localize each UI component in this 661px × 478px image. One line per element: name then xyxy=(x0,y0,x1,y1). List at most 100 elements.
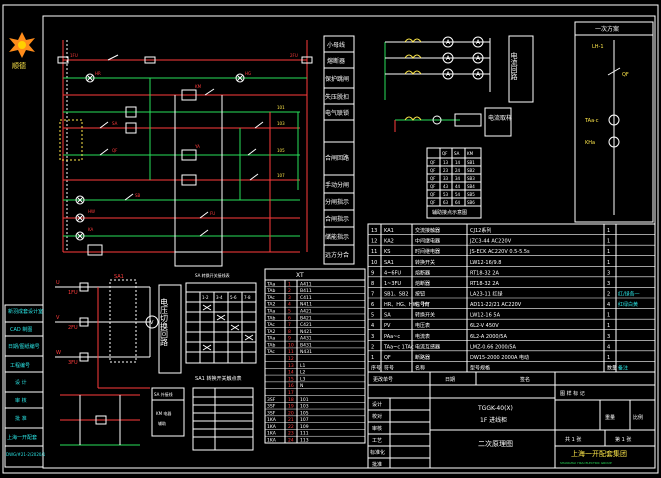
svg-text:审核: 审核 xyxy=(372,425,382,432)
xt-header: XT xyxy=(296,272,304,279)
svg-text:批准: 批准 xyxy=(372,461,382,468)
parts-cell: 6L2-A 2000/5A xyxy=(470,334,507,340)
svg-text:101: 101 xyxy=(277,105,285,110)
title-block xyxy=(367,371,656,469)
switch-contacts xyxy=(99,54,264,237)
xt-cell: 1 xyxy=(288,281,291,287)
drawing-title: 二次原理图 xyxy=(478,439,513,448)
parts-cell: PV xyxy=(384,323,391,329)
bottom-wiring xyxy=(60,394,140,446)
function-label: 分闸指示 xyxy=(325,198,349,206)
svg-text:工艺: 工艺 xyxy=(372,438,382,444)
bottom-small-box xyxy=(151,387,185,437)
xt-cell: L3 xyxy=(300,376,306,382)
parts-cell: LMZ-0.66 2000/5A xyxy=(470,344,517,350)
parts-cell: 熔断器 xyxy=(415,280,430,287)
xt-cell: 17 xyxy=(288,390,294,396)
xt-cell: 3 xyxy=(288,295,291,301)
svg-text:33: 33 xyxy=(443,176,449,181)
xt-cell: 22 xyxy=(288,424,294,430)
brand-logo-text: 顺德 xyxy=(12,61,26,70)
svg-text:QF: QF xyxy=(430,168,436,173)
svg-text:34: 34 xyxy=(455,176,461,181)
xt-cell: TAc xyxy=(266,322,275,328)
xt-cell: L1 xyxy=(300,363,306,369)
parts-cell: 3 xyxy=(607,281,610,287)
xt-cell: 19 xyxy=(288,404,294,410)
svg-text:W: W xyxy=(56,350,61,356)
svg-text:校对: 校对 xyxy=(372,413,382,420)
project-code: TGGK-40(X) xyxy=(477,405,513,412)
control-schematic xyxy=(59,40,308,267)
xt-cell: B411 xyxy=(300,288,312,294)
svg-text:A: A xyxy=(446,55,451,62)
function-label: 熔断器 xyxy=(327,57,345,65)
parts-cell: 4~6FU xyxy=(384,270,401,276)
svg-text:QF: QF xyxy=(430,176,436,181)
xt-cell: A421 xyxy=(300,308,312,314)
parts-cell: 1 xyxy=(607,355,610,361)
xt-cell: 4 xyxy=(288,302,291,308)
xt-cell: 21 xyxy=(288,417,294,423)
parts-cell: 9 xyxy=(371,270,374,276)
xt-cell: TAb xyxy=(266,315,275,321)
parts-cell: KA1 xyxy=(384,228,394,234)
svg-text:SA: SA xyxy=(454,151,460,156)
sidebar-item: 上海一开配套 xyxy=(7,434,37,441)
parts-header-cell: 符号 xyxy=(384,365,394,372)
xt-cell: 109 xyxy=(300,424,309,430)
xt-cell: TAc xyxy=(266,349,275,355)
switch-table-title: SA 转换开关接线表 xyxy=(195,272,230,278)
svg-text:标准化: 标准化 xyxy=(370,449,385,456)
svg-text:1FU: 1FU xyxy=(70,53,78,58)
parts-cell: 2 xyxy=(607,292,610,298)
xt-cell: 1KA xyxy=(267,438,277,444)
xt-cell: 10 xyxy=(288,342,294,348)
parts-cell: 8 xyxy=(371,281,374,287)
function-label: 合闸指示 xyxy=(325,215,349,223)
svg-text:V: V xyxy=(56,315,60,321)
xt-cell: TAb xyxy=(266,342,275,348)
schematic-tags: 1FU 2FU HR HG KM SA QF YA SB HW KA FU 10… xyxy=(70,53,298,232)
svg-text:43: 43 xyxy=(443,184,449,189)
xt-cell: C411 xyxy=(300,295,312,301)
xt-cell: 23 xyxy=(288,431,294,437)
parts-cell: 10 xyxy=(371,260,377,266)
xt-cell: 13 xyxy=(288,363,294,369)
company-name: 上海一开配套集团 xyxy=(571,449,627,458)
xt-cell: 105 xyxy=(300,410,309,416)
svg-text:重量: 重量 xyxy=(605,414,615,421)
parts-cell: 5 xyxy=(371,313,374,319)
parts-cell: 电压表 xyxy=(415,322,430,329)
current-loop xyxy=(384,35,534,137)
relay-coils xyxy=(87,89,197,256)
function-label: 合闸回路 xyxy=(325,154,349,162)
xt-cell: N421 xyxy=(300,329,312,335)
parts-cell: AD11-22/21 AC220V xyxy=(470,302,522,308)
svg-text:SB2: SB2 xyxy=(467,168,475,173)
bottom-box-title: SA 外接线 xyxy=(154,391,173,397)
xt-cell: 113 xyxy=(300,438,309,444)
svg-text:A: A xyxy=(446,39,451,46)
parts-cell: QF xyxy=(384,355,391,361)
parts-cell: 1 xyxy=(607,313,610,319)
parts-cell: 1 xyxy=(607,323,610,329)
parts-cell: LW12-16 5A xyxy=(470,313,501,319)
sidebar-item: 日期/图纸编号 xyxy=(8,343,40,350)
svg-text:KM: KM xyxy=(467,151,474,156)
sidebar-item: 工程编号 xyxy=(10,362,30,369)
xt-cell: 111 xyxy=(300,431,309,437)
fuse-group xyxy=(57,56,313,64)
svg-text:A: A xyxy=(476,39,481,46)
xt-cell: 18 xyxy=(288,397,294,403)
sidebar-item: 新羽成套设计室 xyxy=(8,308,43,315)
parts-cell: 红/绿各一 xyxy=(618,291,640,298)
switch-point-table xyxy=(192,387,254,451)
bottom-box-text: KM 电器 xyxy=(156,410,171,416)
parts-cell: LW12-16/9.8 xyxy=(470,260,501,266)
sidebar-item: 批 准 xyxy=(15,415,27,422)
scheme-tag: QF xyxy=(622,72,629,78)
svg-text:2FU: 2FU xyxy=(68,325,78,331)
